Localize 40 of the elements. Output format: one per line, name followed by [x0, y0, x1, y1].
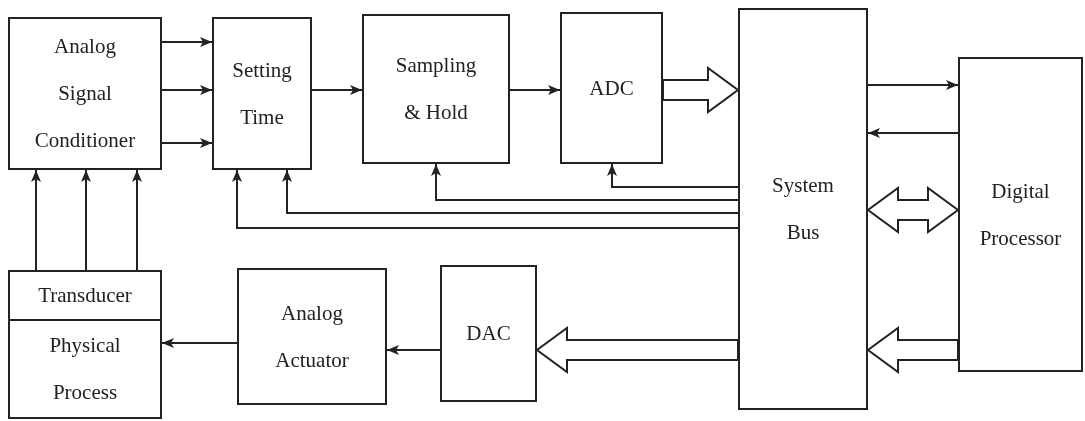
block-label: Analog Signal Conditioner [34, 33, 136, 154]
block-box [560, 12, 663, 164]
arrow [161, 85, 213, 95]
bus-arrow [662, 66, 740, 114]
arrow [81, 169, 91, 271]
arrow [282, 169, 739, 214]
arrow [232, 169, 739, 229]
arrow [31, 169, 41, 271]
arrow [867, 80, 959, 90]
arrow [132, 169, 142, 271]
block-box [958, 57, 1083, 372]
arrow [386, 345, 441, 355]
arrow [607, 163, 739, 188]
block-box [8, 17, 162, 170]
bus-arrow [535, 326, 739, 374]
bus-arrow [866, 186, 960, 234]
block-label: Physical Process [49, 332, 121, 406]
block-box [8, 319, 162, 419]
block-box [8, 270, 162, 321]
block-label: Transducer [38, 282, 132, 309]
block-box [212, 17, 312, 170]
block-box [738, 8, 868, 410]
block-box [440, 265, 537, 402]
block-label: System Bus [772, 172, 834, 246]
arrow [161, 37, 213, 47]
block-box [237, 268, 387, 405]
block-label: Sampling & Hold [395, 52, 477, 126]
block-label: Digital Processor [979, 177, 1062, 252]
block-label: Analog Actuator [275, 299, 349, 374]
arrow [311, 85, 363, 95]
arrow [431, 163, 739, 201]
bus-arrow [866, 326, 959, 374]
arrow [867, 128, 959, 138]
arrow [161, 338, 238, 348]
arrow [509, 85, 561, 95]
arrow [161, 138, 213, 148]
block-label: ADC [589, 74, 634, 102]
block-box [362, 14, 510, 164]
block-label: Setting Time [232, 56, 292, 131]
block-label: DAC [466, 320, 511, 347]
